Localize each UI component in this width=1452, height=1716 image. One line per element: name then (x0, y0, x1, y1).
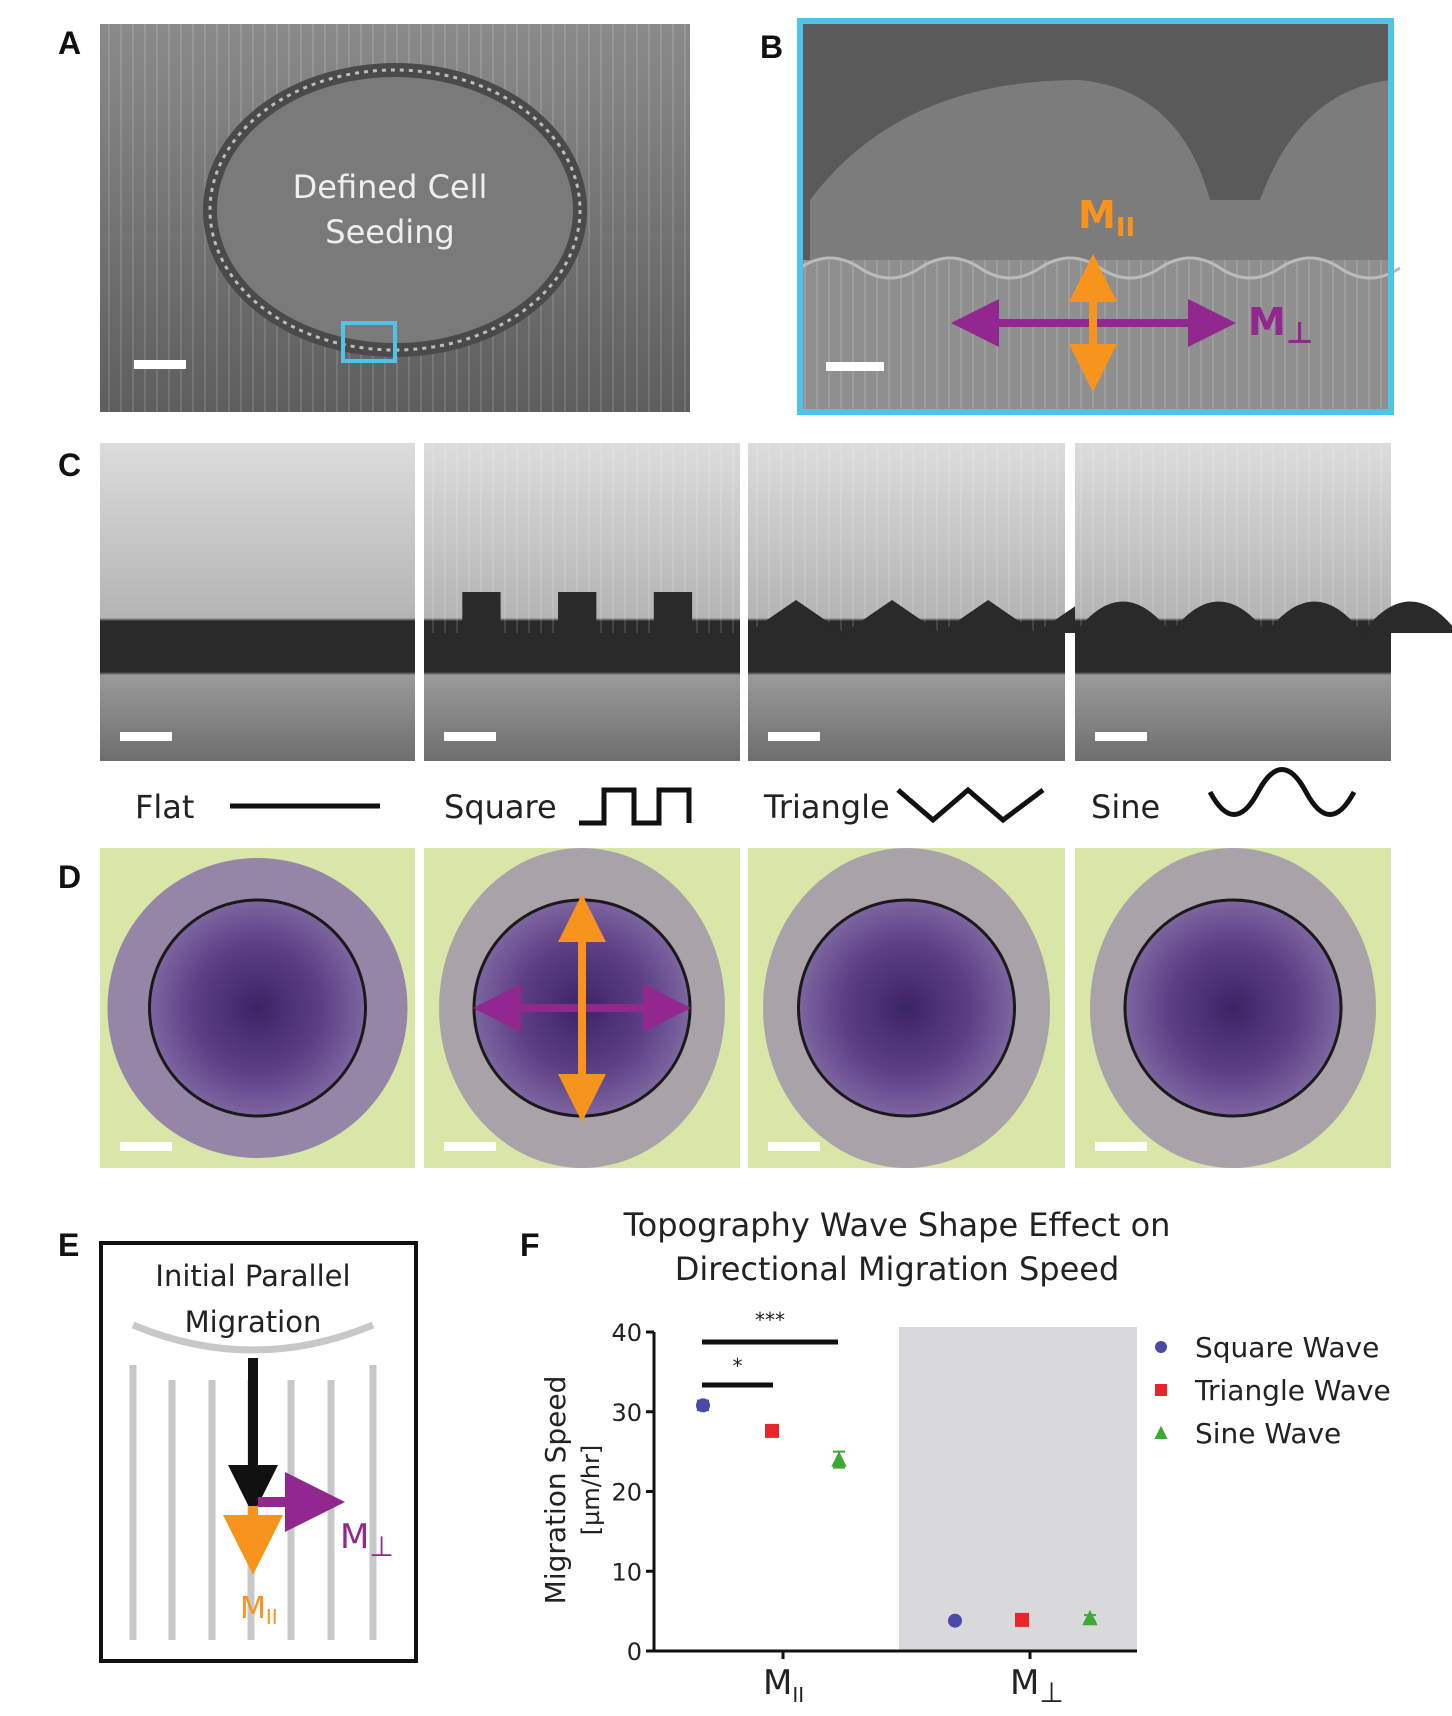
scale-bar (134, 360, 186, 369)
panel-e-schematic: Initial Parallel Migration M⊥ MII (99, 1241, 418, 1663)
scale-bar (444, 732, 496, 741)
perpendicular-label: M⊥ (340, 1517, 394, 1563)
significance-label: *** (755, 1308, 785, 1332)
legend-marker (1154, 1425, 1168, 1439)
y-tick-label: 10 (611, 1558, 642, 1586)
legend-marker (1155, 1341, 1167, 1353)
y-tick-label: 40 (611, 1319, 642, 1347)
chart-title-line2: Directional Migration Speed (675, 1250, 1120, 1288)
zoom-region-box (341, 321, 397, 363)
data-point-triangle-wave (1015, 1612, 1029, 1627)
cell-image-sine (1075, 848, 1391, 1168)
scale-bar (768, 732, 820, 741)
scale-bar (120, 732, 172, 741)
scale-bar (1095, 1142, 1147, 1151)
scale-bar (444, 1142, 496, 1151)
chart-title-line1: Topography Wave Shape Effect on (623, 1206, 1171, 1244)
panel-d-cell-migration-images (100, 848, 1391, 1168)
y-tick-label: 0 (627, 1638, 642, 1666)
significance-label: * (733, 1354, 743, 1378)
scale-bar (120, 1142, 172, 1151)
legend-label: Sine Wave (1195, 1417, 1341, 1450)
parallel-label: MII (1078, 193, 1135, 243)
shape-label-flat: Flat (135, 788, 194, 826)
data-point-sine-wave (1082, 1609, 1098, 1626)
scale-bar (768, 1142, 820, 1151)
panel-c-cross-sections (100, 443, 1452, 761)
parallel-label: MII (240, 1591, 278, 1629)
y-tick-label: 30 (611, 1399, 642, 1427)
panel-label-f: F (520, 1227, 540, 1263)
data-point-square-wave (948, 1613, 962, 1628)
data-point-square-wave (696, 1398, 710, 1413)
data-point-triangle-wave (765, 1423, 779, 1438)
panel-label-a: A (58, 25, 81, 61)
x-tick-label: M⊥ (1010, 1663, 1064, 1709)
legend-marker (1155, 1384, 1167, 1396)
shaded-region (899, 1327, 1137, 1651)
scale-bar (826, 362, 884, 371)
cross-section-sine (1075, 443, 1452, 761)
cell-image-flat (100, 848, 415, 1168)
panel-a-sem-image: Defined Cell Seeding (100, 24, 690, 412)
panel-f-chart: Topography Wave Shape Effect on Directio… (539, 1206, 1391, 1709)
square-wave-icon (579, 787, 692, 826)
legend-label: Square Wave (1195, 1331, 1379, 1364)
panel-b-sem-image: MII M⊥ (797, 18, 1401, 415)
shape-label-triangle: Triangle (763, 788, 890, 826)
perpendicular-label: M⊥ (1248, 300, 1313, 351)
data-point-sine-wave (831, 1450, 847, 1469)
overlay-text-line2: Seeding (325, 213, 454, 251)
wave-shape-legend-row: Flat Square Triangle Sine (135, 767, 1357, 826)
overlay-text-line1: Defined Cell (293, 168, 488, 206)
panel-label-e: E (58, 1227, 79, 1263)
cross-section-triangle (748, 443, 1133, 761)
panel-label-b: B (760, 29, 783, 65)
x-tick-label: MII (763, 1663, 804, 1707)
y-axis-label-line2: [µm/hr] (577, 1445, 605, 1536)
shape-label-square: Square (444, 788, 557, 826)
cross-section-square (424, 443, 788, 761)
shape-label-sine: Sine (1091, 788, 1160, 826)
triangle-wave-icon (896, 786, 1045, 824)
y-axis-label-line1: Migration Speed (539, 1376, 572, 1605)
panel-label-d: D (58, 859, 81, 895)
schematic-title-line1: Initial Parallel (155, 1259, 350, 1293)
legend-label: Triangle Wave (1194, 1374, 1391, 1407)
panel-label-c: C (58, 447, 81, 483)
cell-image-square (424, 848, 740, 1168)
cross-section-flat (100, 443, 415, 761)
schematic-title-line2: Migration (185, 1305, 322, 1339)
scale-bar (1095, 732, 1147, 741)
cell-image-triangle (748, 848, 1065, 1168)
y-tick-label: 20 (611, 1479, 642, 1507)
sine-wave-icon (1207, 767, 1357, 817)
